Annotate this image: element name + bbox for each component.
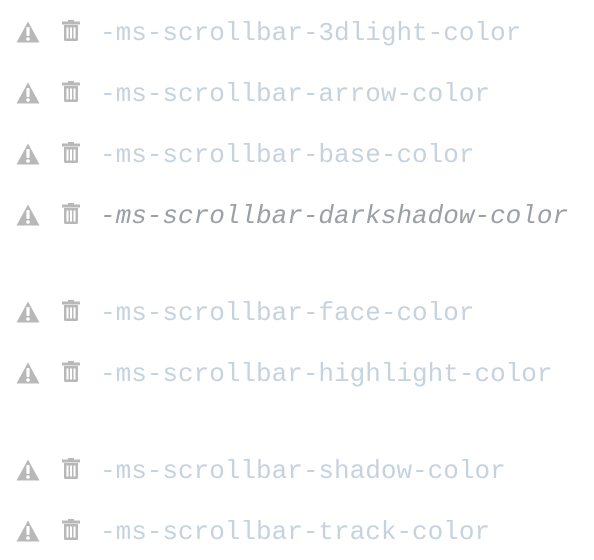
property-name: -ms-scrollbar-shadow-color bbox=[100, 456, 506, 486]
property-name: -ms-scrollbar-highlight-color bbox=[100, 359, 553, 389]
trash-icon[interactable] bbox=[61, 142, 81, 164]
property-name: -ms-scrollbar-face-color bbox=[100, 298, 475, 328]
property-name: -ms-scrollbar-darkshadow-color bbox=[100, 201, 569, 231]
property-name: -ms-scrollbar-track-color bbox=[100, 517, 491, 547]
trash-icon[interactable] bbox=[61, 20, 81, 42]
warning-triangle-icon[interactable] bbox=[16, 459, 40, 481]
warning-triangle-icon[interactable] bbox=[16, 362, 40, 384]
warning-triangle-icon[interactable] bbox=[16, 82, 40, 104]
property-name: -ms-scrollbar-base-color bbox=[100, 140, 475, 170]
trash-icon[interactable] bbox=[61, 203, 81, 225]
trash-icon[interactable] bbox=[61, 361, 81, 383]
trash-icon[interactable] bbox=[61, 300, 81, 322]
warning-triangle-icon[interactable] bbox=[16, 520, 40, 542]
warning-triangle-icon[interactable] bbox=[16, 204, 40, 226]
trash-icon[interactable] bbox=[61, 81, 81, 103]
warning-triangle-icon[interactable] bbox=[16, 143, 40, 165]
property-name: -ms-scrollbar-3dlight-color bbox=[100, 18, 522, 48]
warning-triangle-icon[interactable] bbox=[16, 301, 40, 323]
trash-icon[interactable] bbox=[61, 458, 81, 480]
property-name: -ms-scrollbar-arrow-color bbox=[100, 79, 491, 109]
warning-triangle-icon[interactable] bbox=[16, 21, 40, 43]
trash-icon[interactable] bbox=[61, 519, 81, 541]
